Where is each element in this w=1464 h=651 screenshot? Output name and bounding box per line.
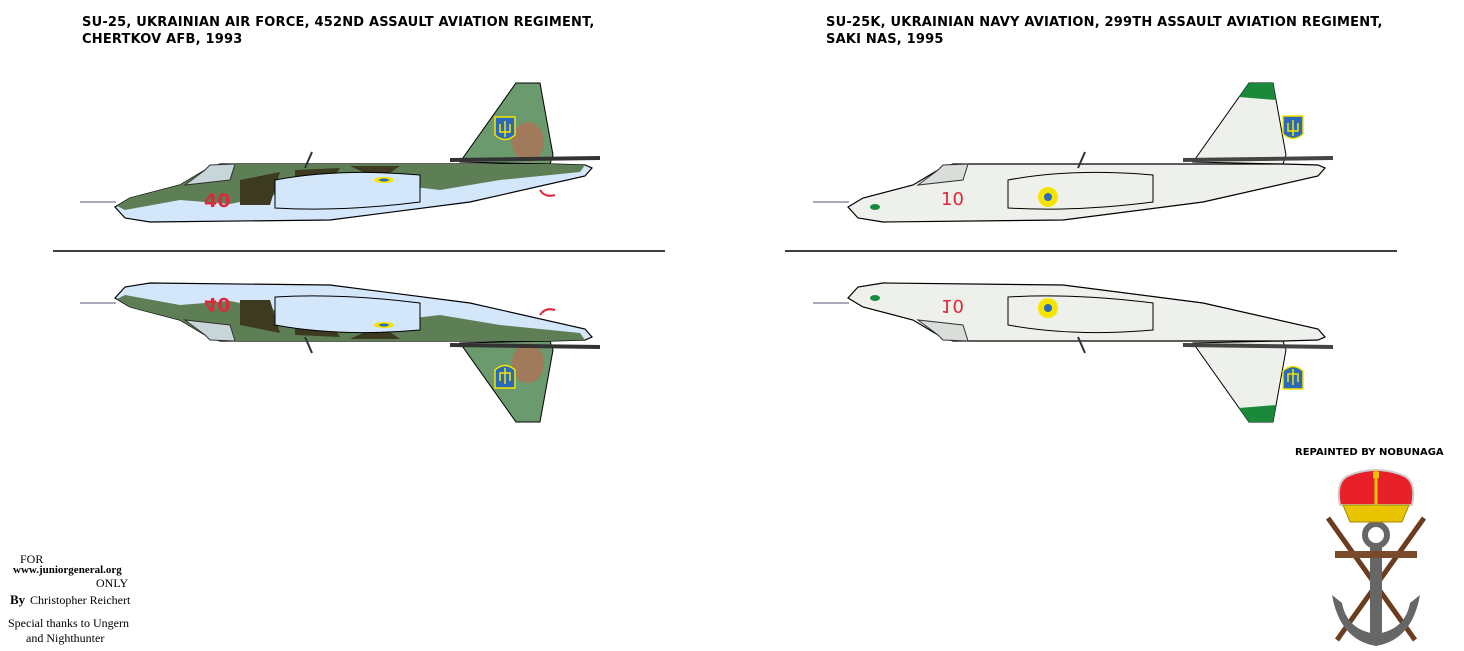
credit-for: FOR [20,552,44,566]
title-line: SU-25K, UKRAINIAN NAVY AVIATION, 299TH A… [826,15,1383,30]
tail-number: 10 [941,189,964,210]
plate-title-su25k: SU-25K, UKRAINIAN NAVY AVIATION, 299TH A… [826,14,1383,48]
su25k-side-view: 10 [812,82,1334,223]
marine-emblem [1325,469,1427,646]
credit-thanks-2: and Nighthunter [26,631,105,645]
su25k-underside-view: 10 [812,282,1334,423]
plate-title-su25: SU-25, UKRAINIAN AIR FORCE, 452ND ASSAUL… [82,14,594,48]
repainted-by: REPAINTED BY NOBUNAGA [1295,447,1444,458]
credit-thanks-1: Special thanks to Ungern [8,616,129,630]
credit-site: www.juniorgeneral.org [13,564,122,576]
title-line: SAKI NAS, 1995 [826,32,944,47]
title-line: SU-25, UKRAINIAN AIR FORCE, 452ND ASSAUL… [82,15,595,30]
credit-only: ONLY [96,576,129,590]
title-line: CHERTKOV AFB, 1993 [82,32,243,47]
tail-number: 40 [204,293,230,315]
su25-underside-view: 40 [79,282,601,423]
su25-side-view: 40 [79,82,601,223]
credit-by: By [10,592,26,607]
tail-number: 10 [941,295,964,316]
credit-author: Christopher Reichert [30,593,131,607]
tail-number: 40 [204,190,230,212]
